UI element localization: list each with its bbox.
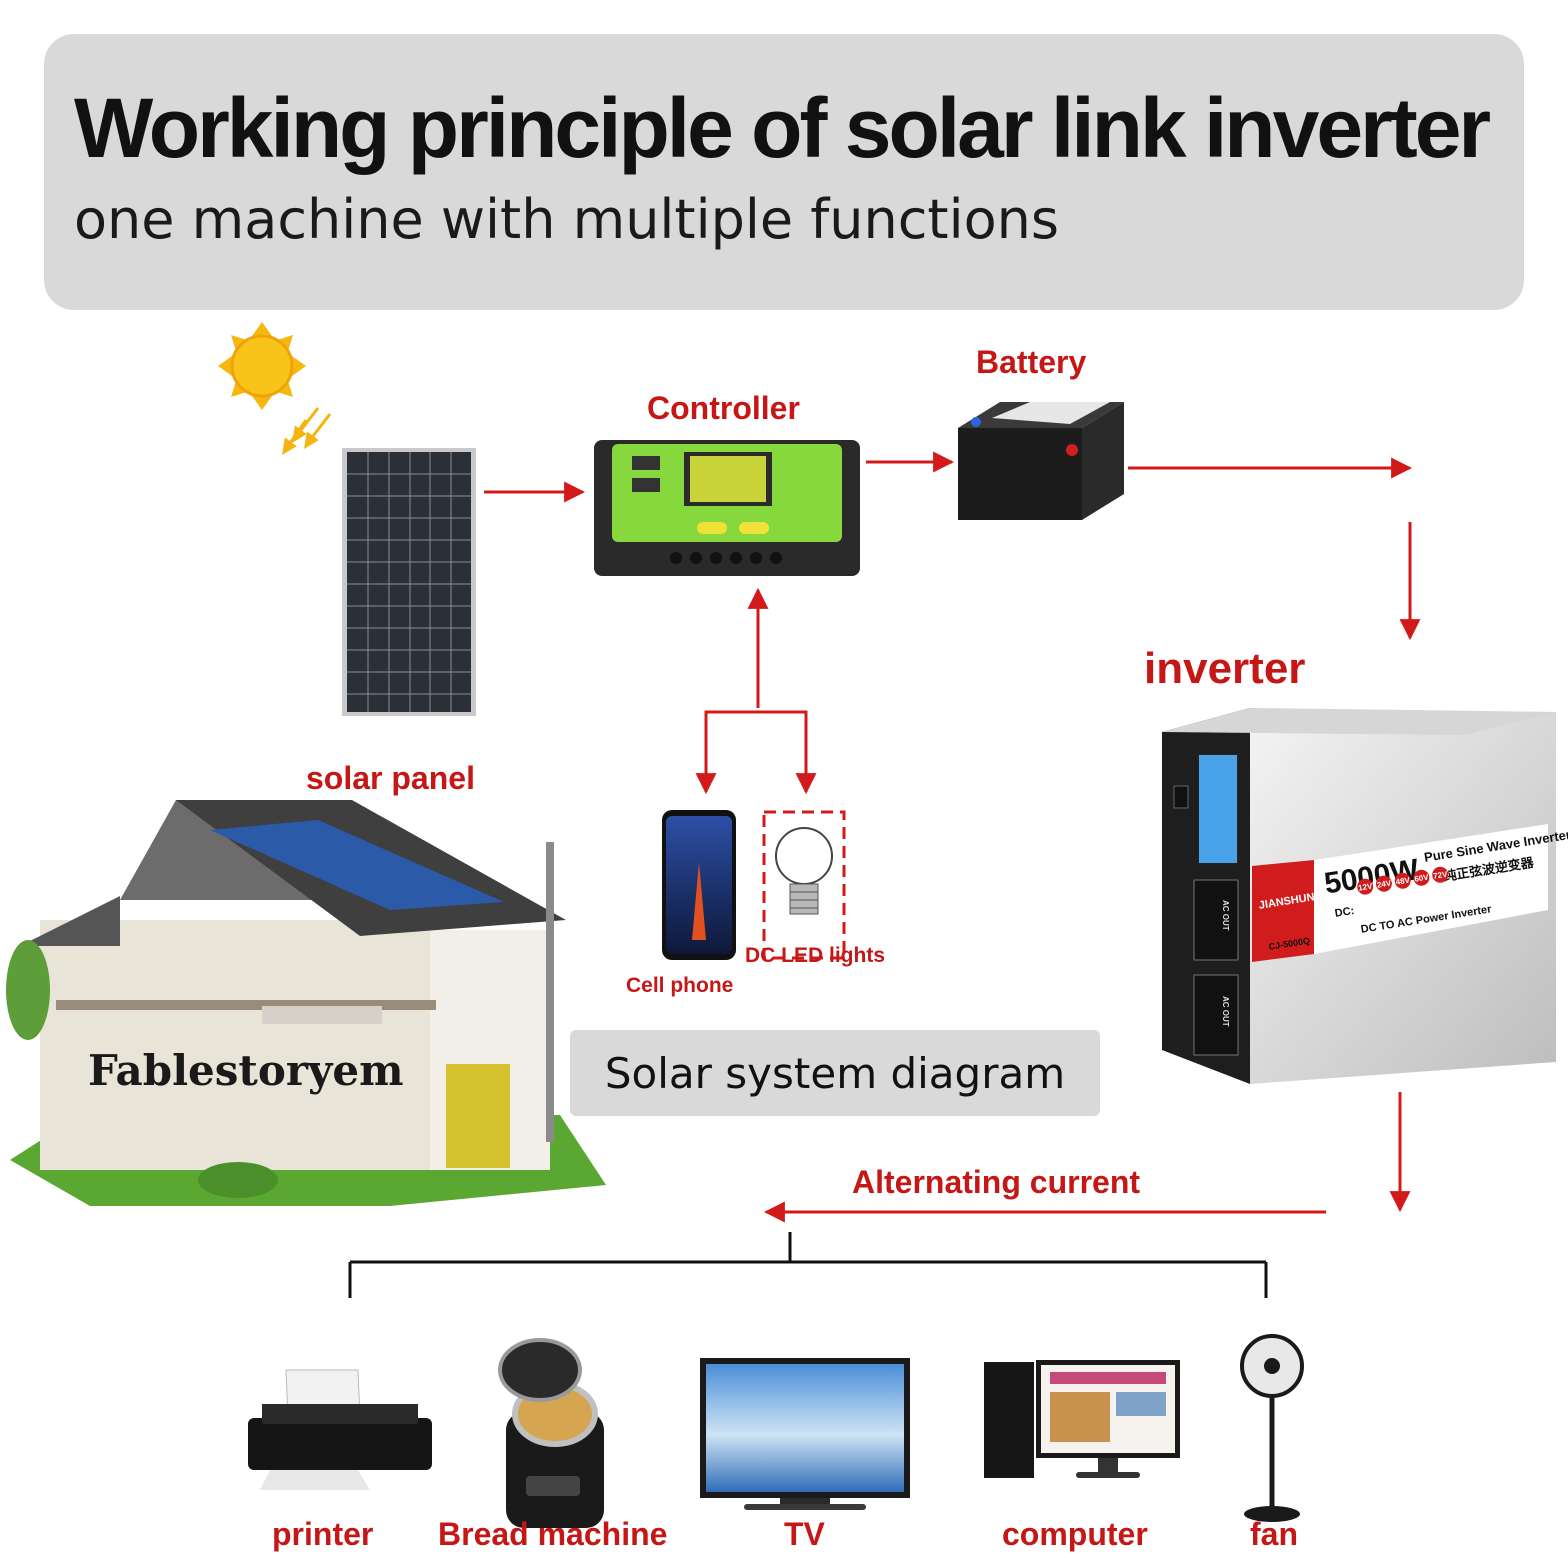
controller-icon — [594, 440, 860, 576]
voltage-badge: 24V — [1374, 874, 1394, 893]
distribution-bracket — [348, 1232, 1268, 1298]
inverter-socket-label: AC OUT — [1221, 996, 1230, 1027]
header-banner — [44, 34, 1524, 310]
voltage-badge: 60V — [1412, 868, 1431, 887]
page-title: Working principle of solar link inverter — [74, 81, 1491, 175]
voltage-badge: 48V — [1393, 871, 1412, 890]
alternating-current-label: Alternating current — [852, 1164, 1141, 1200]
tv-icon — [700, 1358, 910, 1510]
appliance-label-fan: fan — [1250, 1516, 1298, 1552]
sun-icon — [218, 322, 332, 455]
solar-panel-label: solar panel — [306, 760, 475, 796]
connector-dc-split — [704, 710, 808, 786]
page-subtitle: one machine with multiple functions — [74, 188, 1059, 251]
cell-phone-label: Cell phone — [626, 974, 734, 997]
appliance-label-bread-machine: Bread machine — [438, 1516, 668, 1552]
voltage-badge: 72V — [1431, 865, 1450, 884]
bread-machine-icon — [498, 1338, 604, 1528]
house-illustration — [6, 800, 606, 1206]
inverter-label: inverter — [1144, 644, 1306, 693]
inverter-socket-label: AC OUT — [1221, 900, 1230, 931]
appliance-label-printer: printer — [272, 1516, 374, 1552]
printer-icon — [248, 1369, 432, 1490]
light-bulb-icon — [762, 810, 846, 960]
battery-label: Battery — [976, 344, 1087, 380]
computer-icon — [984, 1360, 1180, 1478]
watermark-text: Fablestoryem — [88, 1046, 404, 1095]
inverter-icon — [1162, 708, 1556, 1084]
dc-led-label: DC LED lights — [745, 944, 885, 967]
solar-panel-icon — [342, 448, 476, 716]
voltage-badge: 12V — [1356, 877, 1375, 896]
cell-phone-icon — [662, 810, 736, 960]
appliance-label-computer: computer — [1002, 1516, 1148, 1552]
controller-label: Controller — [647, 390, 800, 426]
appliance-label-tv: TV — [784, 1516, 825, 1552]
fan-icon — [1240, 1334, 1304, 1522]
battery-icon — [958, 402, 1124, 520]
diagram-caption: Solar system diagram — [570, 1030, 1100, 1116]
flow-arrows — [484, 451, 1421, 1223]
